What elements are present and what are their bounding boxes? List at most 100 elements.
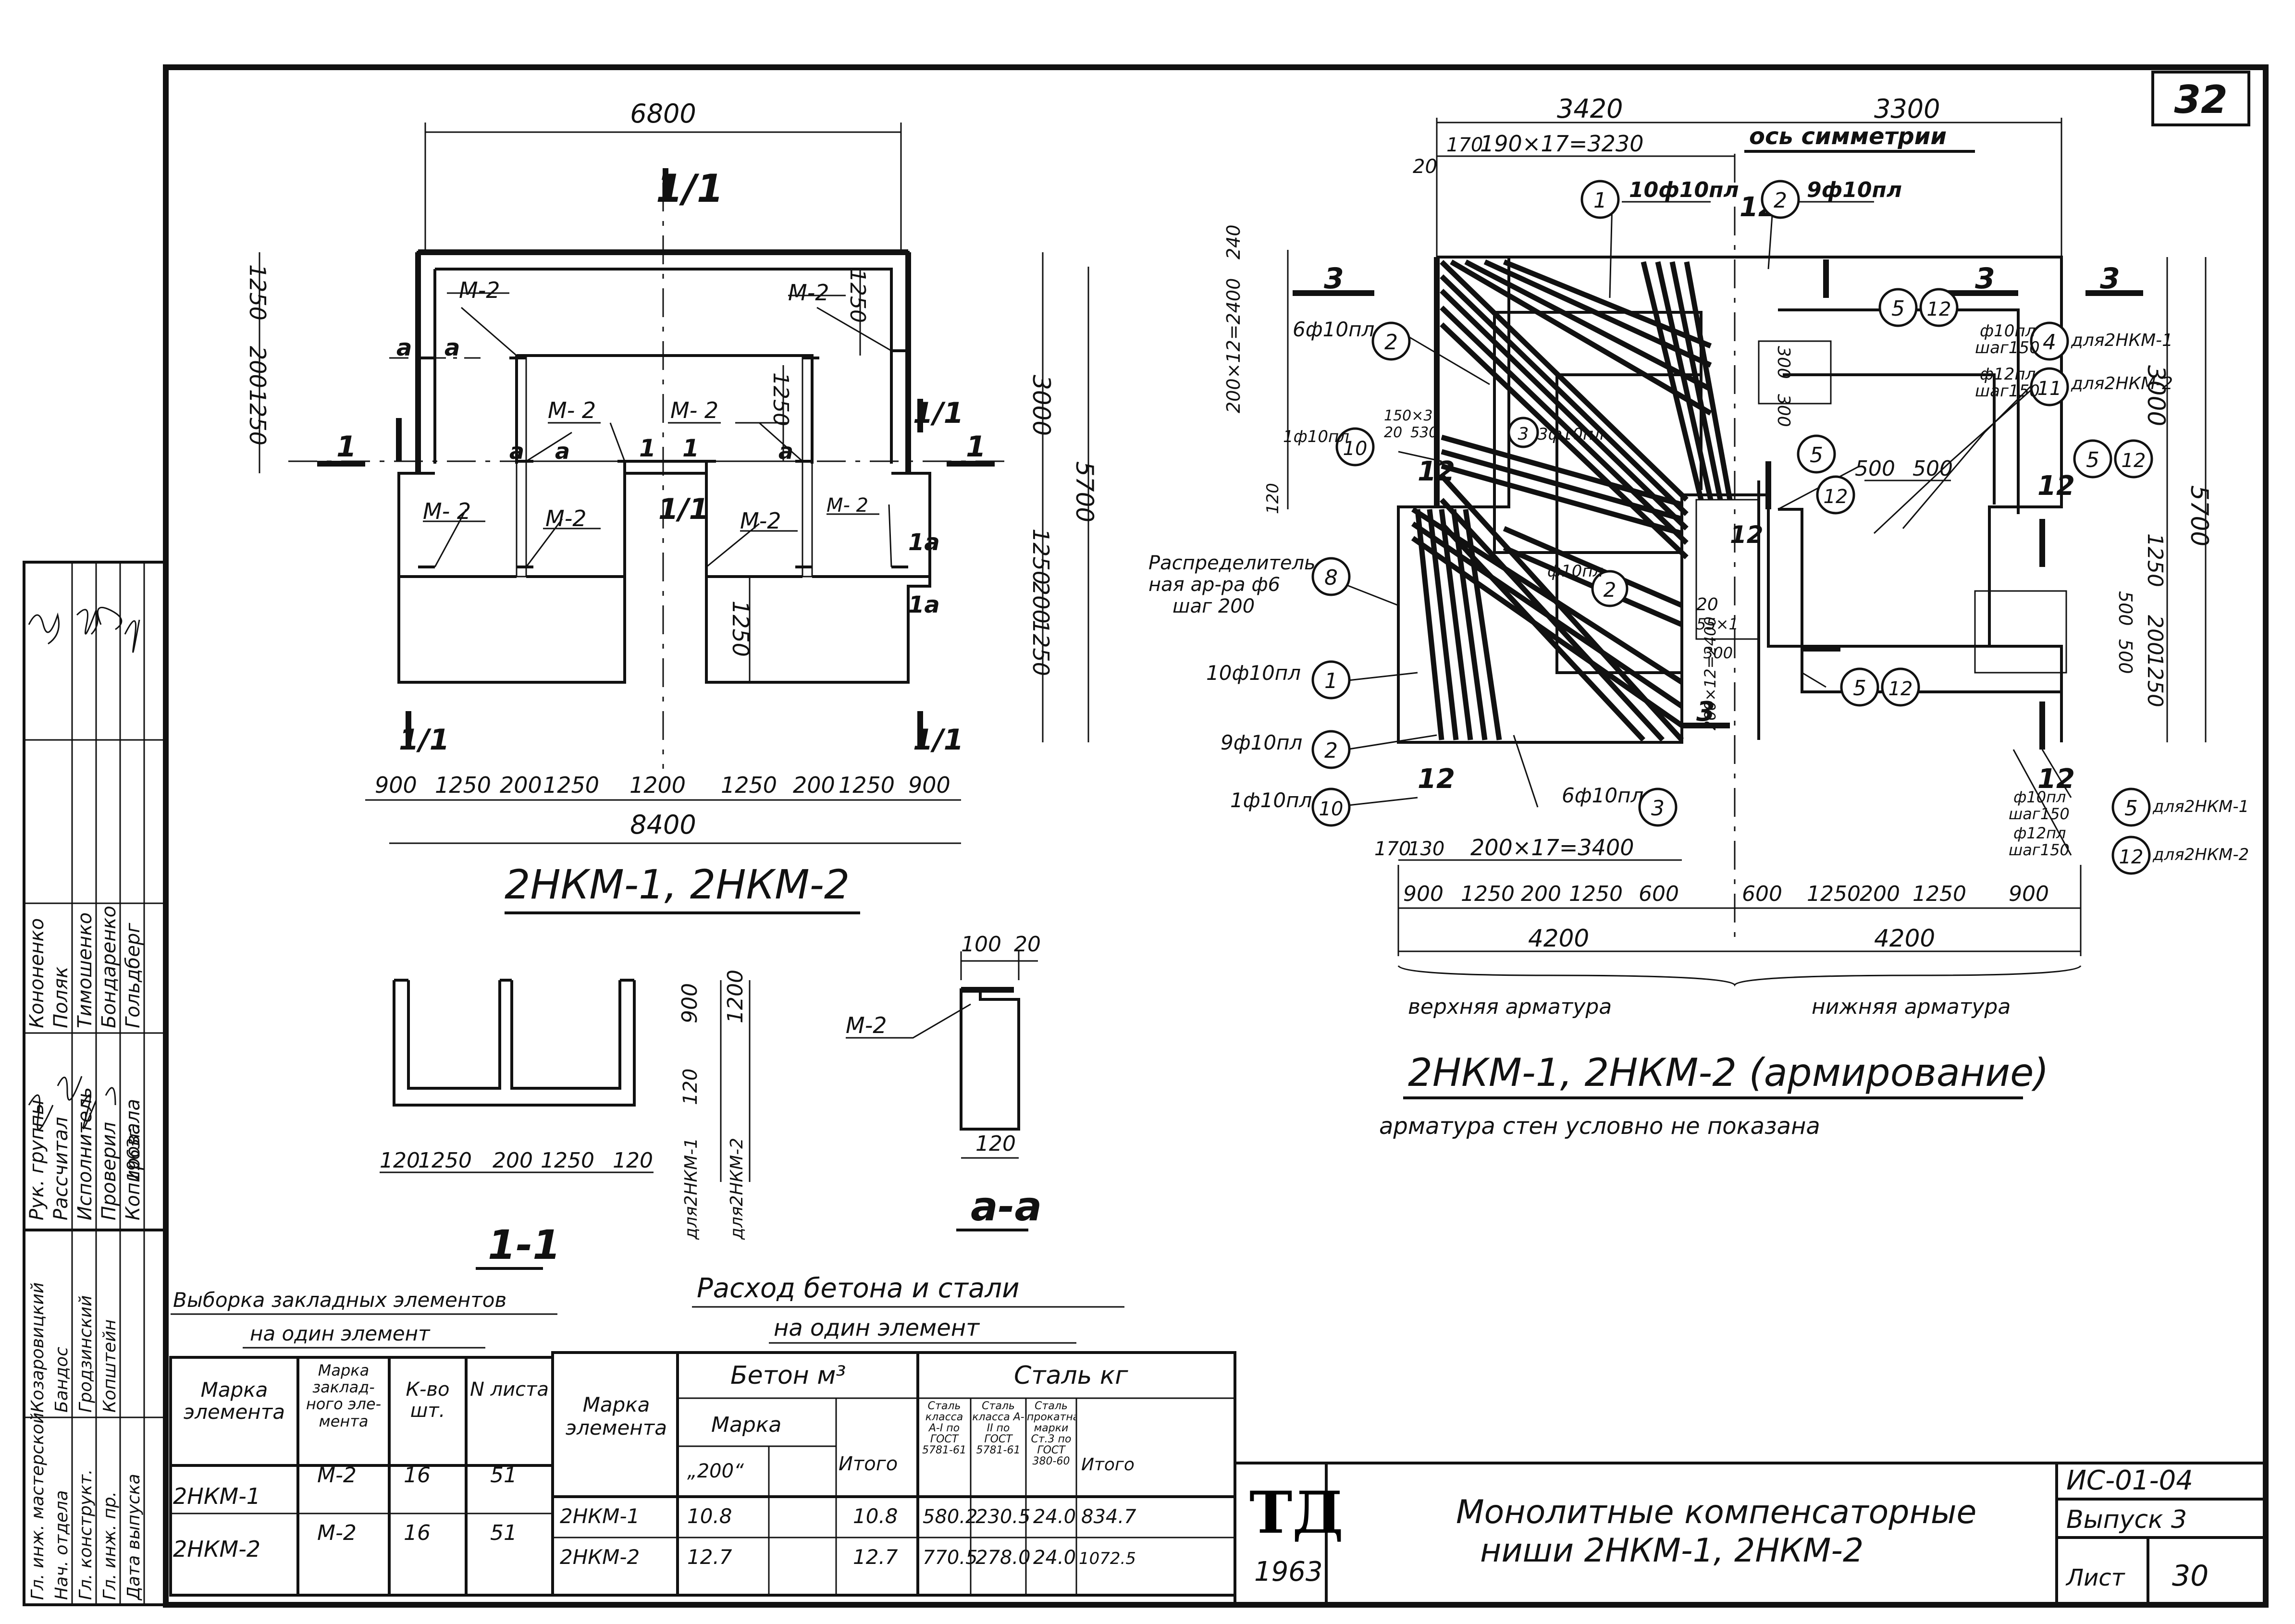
- dim-top-right: 3300: [1874, 94, 1940, 124]
- steel-row: 2НКМ-2 12.7 12.7 770.5 278.0 24.0 1072.5: [560, 1545, 1136, 1569]
- svg-text:для2НКМ-1: для2НКМ-1: [2152, 797, 2249, 816]
- svg-text:Кононенко: Кононенко: [26, 918, 48, 1028]
- svg-text:Копштейн: Копштейн: [100, 1319, 120, 1413]
- svg-text:3: 3: [1975, 262, 1995, 295]
- svg-text:для2НКМ-2: для2НКМ-2: [727, 1138, 747, 1240]
- section-a-a: 100 20 120 М-2: [846, 932, 1041, 1159]
- svg-text:ф12пл: ф12пл: [2013, 824, 2066, 842]
- svg-text:24.0: 24.0: [1033, 1506, 1076, 1528]
- svg-text:для2НКМ-2: для2НКМ-2: [2071, 374, 2173, 394]
- m2-label: М- 2: [423, 498, 471, 524]
- svg-text:3: 3: [1518, 424, 1529, 444]
- svg-text:200: 200: [500, 772, 542, 798]
- svg-text:200: 200: [245, 346, 271, 388]
- svg-text:200×17=3400: 200×17=3400: [1470, 835, 1634, 861]
- svg-text:12: 12: [2122, 450, 2146, 472]
- m2-label: М-2: [545, 505, 587, 531]
- dim-right: 3000: [1027, 375, 1055, 436]
- svg-text:530: 530: [1410, 424, 1438, 441]
- section-mark-a: а: [444, 334, 460, 361]
- svg-text:Распределитель: Распределитель: [1148, 552, 1316, 574]
- section-mark-1: 1: [966, 430, 986, 464]
- svg-text:ная ар-ра ф6: ная ар-ра ф6: [1148, 574, 1280, 596]
- section-1-1-caption: 1-1: [488, 1221, 561, 1268]
- svg-text:120: 120: [975, 1132, 1016, 1156]
- dim-overall-top: 6800: [630, 98, 696, 129]
- svg-text:300: 300: [1774, 346, 1793, 379]
- section-mark-11: 1/1: [913, 723, 963, 757]
- svg-text:4200: 4200: [1528, 924, 1589, 952]
- svg-text:834.7: 834.7: [1081, 1506, 1136, 1528]
- m2-label: М-2: [459, 277, 500, 303]
- svg-text:20: 20: [1384, 424, 1402, 441]
- svg-text:9ф10пл: 9ф10пл: [1221, 731, 1302, 754]
- rebar-bottom-dims: 900 1250 200 1250 600 600 1250 200 1250 …: [1403, 882, 2049, 906]
- svg-text:3: 3: [1696, 696, 1715, 727]
- m2-label: М- 2: [548, 397, 596, 423]
- svg-text:Сталь кг: Сталь кг: [1014, 1361, 1128, 1390]
- svg-text:51: 51: [490, 1463, 517, 1488]
- svg-text:Тимошенко: Тимошенко: [74, 912, 96, 1028]
- svg-text:900: 900: [678, 983, 702, 1023]
- svg-text:5: 5: [2086, 448, 2099, 472]
- svg-text:4: 4: [2043, 330, 2056, 355]
- svg-text:1250: 1250: [1028, 529, 1054, 585]
- svg-text:1250: 1250: [543, 772, 599, 798]
- steel-table: Расход бетона и стали на один элемент Ма…: [551, 1273, 1236, 1597]
- svg-text:ф10пл: ф10пл: [1980, 321, 2036, 341]
- plan-caption: 2НКМ-1, 2НКМ-2: [505, 861, 850, 908]
- svg-text:для2НКМ-1: для2НКМ-1: [2071, 331, 2173, 350]
- svg-text:1250: 1250: [721, 772, 777, 798]
- svg-text:1250: 1250: [728, 601, 753, 657]
- svg-text:900: 900: [375, 772, 417, 798]
- svg-text:24.0: 24.0: [1033, 1547, 1076, 1569]
- svg-text:2: 2: [1324, 738, 1338, 763]
- svg-text:500: 500: [2115, 591, 2136, 626]
- svg-text:3: 3: [1324, 262, 1344, 295]
- svg-text:5: 5: [1810, 443, 1823, 468]
- section-mark-11: 1/1: [399, 723, 449, 757]
- svg-text:Дата выпуска: Дата выпуска: [124, 1474, 144, 1601]
- svg-text:5700: 5700: [2185, 485, 2213, 546]
- svg-text:на один элемент: на один элемент: [774, 1315, 980, 1341]
- svg-text:20: 20: [1014, 932, 1041, 957]
- svg-text:3: 3: [2100, 262, 2120, 295]
- svg-text:1200: 1200: [723, 970, 748, 1023]
- section-mark-1: 1: [336, 430, 357, 464]
- svg-text:20: 20: [1696, 595, 1718, 615]
- svg-text:16: 16: [404, 1521, 431, 1545]
- section-1-1: 120 1250 200 1250 120 900 1200 120 для2Н…: [380, 970, 751, 1240]
- svg-text:12: 12: [1888, 678, 1913, 700]
- svg-text:12: 12: [1927, 298, 1951, 320]
- svg-text:Гольдберг: Гольдберг: [122, 923, 144, 1028]
- svg-text:16: 16: [404, 1463, 431, 1488]
- svg-text:3ф10пл: 3ф10пл: [1538, 425, 1604, 444]
- svg-text:1: 1: [1593, 188, 1607, 213]
- dim-overall-bottom: 8400: [630, 810, 696, 840]
- section-a-a-caption: а-а: [971, 1183, 1042, 1230]
- logo: ТД: [1249, 1479, 1344, 1547]
- svg-text:шаг150: шаг150: [1975, 338, 2040, 357]
- signatures: [28, 606, 140, 1131]
- svg-text:200: 200: [2143, 615, 2167, 655]
- svg-text:верхняя арматура: верхняя арматура: [1408, 995, 1612, 1019]
- svg-text:200: 200: [493, 1148, 533, 1173]
- section-mark-1: 1: [639, 434, 656, 462]
- svg-text:3: 3: [1651, 796, 1665, 821]
- svg-text:10: 10: [1343, 438, 1368, 460]
- m2-label: М-2: [740, 508, 781, 534]
- svg-text:2НКМ-2: 2НКМ-2: [560, 1545, 640, 1569]
- svg-text:Гродзинский: Гродзинский: [76, 1295, 96, 1413]
- svg-text:4200: 4200: [1874, 924, 1935, 952]
- svg-text:10: 10: [1319, 798, 1344, 820]
- svg-text:6ф10пл: 6ф10пл: [1293, 318, 1374, 341]
- section-mark-a: а: [509, 438, 524, 464]
- svg-text:1250: 1250: [1028, 620, 1054, 676]
- svg-text:Бетон м³: Бетон м³: [730, 1361, 846, 1390]
- svg-text:500: 500: [2115, 639, 2136, 674]
- section-mark-1a: 1а: [908, 591, 940, 618]
- svg-text:для2НКМ-2: для2НКМ-2: [2152, 845, 2249, 864]
- svg-text:5: 5: [2124, 796, 2138, 821]
- svg-text:1963г.: 1963г.: [124, 1123, 144, 1182]
